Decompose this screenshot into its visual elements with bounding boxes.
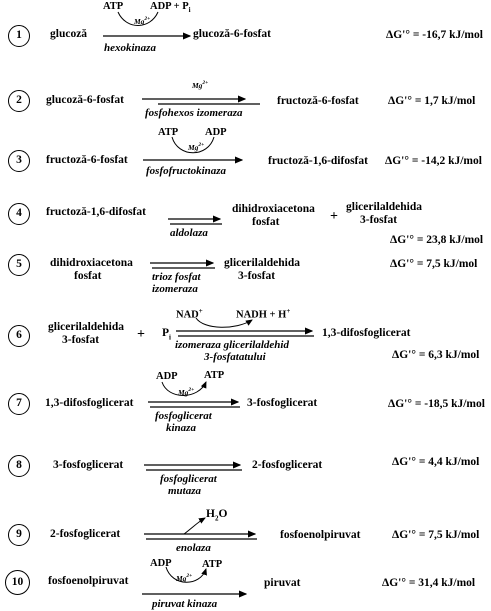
cofactor-curve xyxy=(171,136,215,154)
cofactor-curve xyxy=(195,317,253,328)
delta-g: ΔG'° = 7,5 kJ/mol xyxy=(392,529,480,541)
delta-g: ΔG'° = 1,7 kJ/mol xyxy=(388,95,476,107)
cofactor-in: ADP xyxy=(150,558,172,569)
delta-g: ΔG'° = -18,5 kJ/mol xyxy=(388,398,485,410)
enzyme-label-line2: mutaza xyxy=(168,485,202,497)
enzyme-label-line2: 3-fosfatatului xyxy=(204,351,266,363)
substrate-line2: 3-fosfat xyxy=(62,334,100,346)
substrate: 2-fosfoglicerat xyxy=(50,528,121,540)
substrate: dihidroxiacetona xyxy=(50,257,133,269)
enzyme-label: hexokinaza xyxy=(104,42,156,54)
cofactor-out: ATP xyxy=(202,559,223,570)
step-number: 1 xyxy=(8,25,30,47)
byproduct-water: H2O xyxy=(206,508,228,523)
substrate: glucoză xyxy=(50,28,88,40)
enzyme-label: fosfoglicerat xyxy=(160,473,217,485)
equilibrium-arrows xyxy=(150,259,215,269)
product: 2-fosfoglicerat xyxy=(252,459,323,471)
enzyme-label-line2: izomeraza xyxy=(152,283,198,295)
cofactor-in: NAD+ xyxy=(176,307,203,321)
delta-g: ΔG'° = -16,7 kJ/mol xyxy=(386,29,483,41)
substrate: fructoză-1,6-difosfat xyxy=(46,206,146,218)
substrate: 3-fosfoglicerat xyxy=(53,459,124,471)
cofactor-curve xyxy=(183,517,206,535)
magnesium-cofactor: Mg2+ xyxy=(176,573,193,583)
step-number: 6 xyxy=(8,325,30,347)
plus-sign: + xyxy=(137,327,145,342)
enzyme-label: enolaza xyxy=(176,542,211,554)
delta-g: ΔG'° = 4,4 kJ/mol xyxy=(392,456,480,468)
step-number: 2 xyxy=(8,90,30,112)
cofactor-curve xyxy=(117,11,159,26)
cofactor-curve xyxy=(161,381,207,396)
cofactor-out: ADP xyxy=(205,127,227,138)
enzyme-label: aldolaza xyxy=(170,227,208,239)
magnesium-cofactor: Mg2+ xyxy=(134,16,151,26)
equilibrium-arrows xyxy=(148,398,240,408)
product-2-line2: 3-fosfat xyxy=(360,214,398,226)
substrate: glicerilaldehida xyxy=(48,321,125,333)
product-1-line2: fosfat xyxy=(252,216,280,228)
step-number: 10 xyxy=(5,570,30,595)
delta-g: ΔG'° = 6,3 kJ/mol xyxy=(392,349,480,361)
enzyme-label: fosfofructokinaza xyxy=(146,165,227,177)
magnesium-cofactor: Mg2+ xyxy=(188,142,205,152)
product-1: dihidroxiacetona xyxy=(232,203,315,215)
substrate: 1,3-difosfoglicerat xyxy=(45,397,134,409)
substrate-line2: fosfat xyxy=(74,270,102,282)
equilibrium-arrows xyxy=(168,215,222,225)
cofactor-out: NADH + H+ xyxy=(236,307,291,321)
substrate: fosfoenolpiruvat xyxy=(48,575,129,587)
equilibrium-arrows xyxy=(176,327,314,337)
enzyme-label: fosfoglicerat xyxy=(155,410,212,422)
equilibrium-arrows xyxy=(144,461,242,471)
product: glucoză-6-fosfat xyxy=(193,28,271,40)
product-line2: 3-fosfat xyxy=(238,270,276,282)
magnesium-cofactor: Mg2+ xyxy=(178,387,195,397)
plus-sign: + xyxy=(330,209,338,224)
step-number: 7 xyxy=(8,393,30,415)
enzyme-label: trioz fosfat xyxy=(152,271,201,283)
cofactor-in: ATP xyxy=(103,1,124,12)
product: glicerilaldehida xyxy=(224,257,301,269)
phosphate: Pi xyxy=(162,327,171,342)
product: fructoză-1,6-difosfat xyxy=(268,155,368,167)
step-number: 3 xyxy=(8,150,30,172)
delta-g: ΔG'° = -14,2 kJ/mol xyxy=(385,155,482,167)
product: 1,3-difosfoglicerat xyxy=(322,327,411,339)
enzyme-label: fosfohexos izomeraza xyxy=(145,107,243,119)
substrate: glucoză-6-fosfat xyxy=(46,94,124,106)
delta-g: ΔG'° = 7,5 kJ/mol xyxy=(390,258,478,270)
product: fructoză-6-fosfat xyxy=(277,95,359,107)
enzyme-label-line2: kinaza xyxy=(166,422,196,434)
cofactor-out: ADP + Pi xyxy=(150,1,191,15)
step-number: 9 xyxy=(8,524,30,546)
cofactor-in: ADP xyxy=(156,371,178,382)
enzyme-label: izomeraza glicerilaldehid xyxy=(175,339,289,351)
equilibrium-arrows xyxy=(142,95,260,105)
cofactor-in: ATP xyxy=(158,127,179,138)
cofactor-out: ATP xyxy=(204,370,225,381)
product: fosfoenolpiruvat xyxy=(280,529,361,541)
delta-g: ΔG'° = 31,4 kJ/mol xyxy=(382,577,476,589)
delta-g: ΔG'° = 23,8 kJ/mol xyxy=(390,234,484,246)
substrate: fructoză-6-fosfat xyxy=(46,154,128,166)
equilibrium-arrows xyxy=(144,530,257,540)
magnesium-cofactor: Mg2+ xyxy=(192,80,209,90)
cofactor-curve xyxy=(165,566,207,583)
product: piruvat xyxy=(264,577,301,589)
product: 3-fosfoglicerat xyxy=(247,397,318,409)
step-number: 5 xyxy=(8,254,30,276)
step-number: 8 xyxy=(8,455,30,477)
enzyme-label: piruvat kinaza xyxy=(152,598,218,610)
product-2: glicerilaldehida xyxy=(346,201,423,213)
step-number: 4 xyxy=(8,203,30,225)
